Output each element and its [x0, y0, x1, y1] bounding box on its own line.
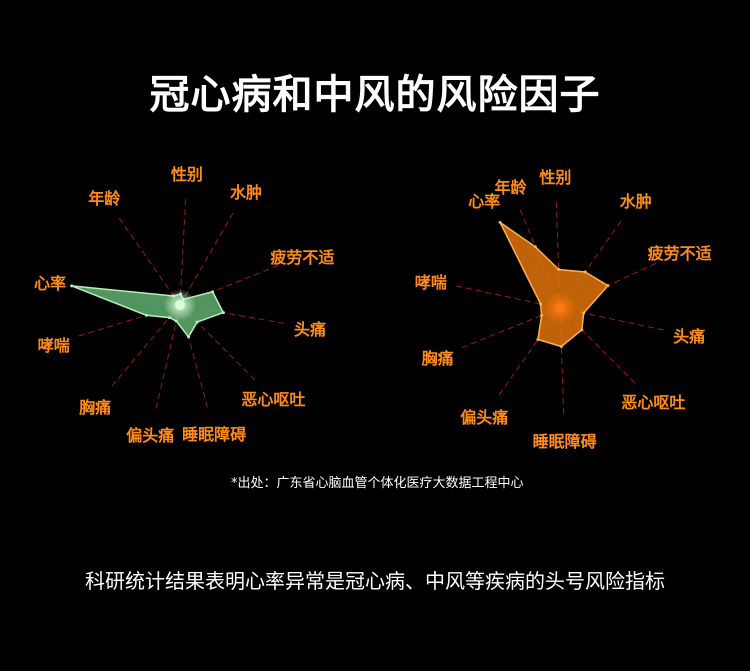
conclusion-text: 科研统计结果表明心率异常是冠心病、中风等疾病的头号风险指标 [85, 569, 665, 593]
axis-spoke-left-7 [108, 304, 181, 390]
axis-spoke-right-3 [559, 307, 668, 332]
axis-label-right-8: 哮喘 [414, 272, 447, 292]
axis-spoke-left-10 [116, 214, 181, 306]
radar-point-right-1 [583, 270, 587, 274]
axis-label-left-10: 年龄 [88, 188, 121, 208]
radar-point-right-10 [533, 245, 537, 249]
axis-label-right-9: 心率 [468, 191, 501, 211]
axis-label-right-0: 性别 [539, 168, 572, 188]
radar-area-right [499, 221, 610, 348]
center-dot-right [555, 303, 565, 313]
axis-spoke-right-6 [496, 307, 561, 399]
axis-label-left-0: 性别 [170, 165, 203, 185]
axis-spoke-left-1 [179, 209, 236, 306]
axis-spoke-left-0 [179, 195, 187, 306]
axis-spoke-right-0 [555, 198, 561, 309]
radar-point-right-6 [536, 338, 540, 342]
axis-label-left-6: 偏头痛 [126, 425, 175, 445]
axis-label-right-6: 偏头痛 [460, 408, 509, 428]
source-note: *出处：广东省心脑血管个体化医疗大数据工程中心 [231, 476, 524, 491]
axis-spoke-right-5 [559, 307, 565, 418]
radar-point-right-9 [498, 220, 502, 224]
axis-spoke-right-2 [559, 261, 660, 309]
radar-point-right-7 [540, 313, 544, 317]
axis-label-left-9: 心率 [33, 274, 67, 294]
axis-label-left-8: 哮喘 [37, 335, 70, 355]
axis-label-left-1: 水肿 [229, 182, 263, 202]
radar-point-right-2 [606, 284, 610, 288]
radar-point-right-0 [557, 268, 561, 272]
radar-point-left-5 [187, 335, 191, 339]
axis-spoke-right-7 [457, 307, 561, 350]
axis-spoke-left-8 [74, 304, 181, 338]
axis-label-left-2: 疲劳不适 [270, 247, 335, 267]
radar-point-right-4 [580, 328, 584, 332]
axis-spoke-left-6 [154, 304, 181, 413]
axis-label-right-1: 水肿 [619, 191, 652, 211]
axis-spoke-right-1 [559, 217, 624, 309]
axis-label-right-5: 睡眠障碍 [532, 431, 597, 451]
axis-spoke-left-3 [179, 304, 289, 325]
axis-spoke-right-8 [452, 284, 561, 309]
axis-spoke-left-4 [179, 304, 259, 384]
radar-area-left [71, 285, 225, 339]
chart-title: 冠心病和中风的风险因子 [149, 72, 601, 118]
radar-point-left-3 [221, 311, 225, 315]
axis-label-right-3: 头痛 [673, 327, 706, 347]
radar-chart-right: 性别水肿疲劳不适头痛恶心呕吐睡眠障碍 偏头痛 胸痛 哮喘 心率年龄 [375, 160, 750, 460]
axis-spoke-right-4 [559, 307, 639, 387]
axis-label-right-10: 年龄 [494, 177, 527, 197]
radar-svg-left [70, 195, 289, 413]
axis-label-right-2: 疲劳不适 [647, 244, 712, 264]
axis-spoke-left-5 [179, 304, 209, 412]
axis-label-left-4: 恶心呕吐 [241, 390, 306, 410]
radar-point-right-3 [582, 311, 586, 315]
radar-point-left-8 [144, 313, 148, 317]
radar-point-left-4 [195, 320, 199, 324]
center-dot-left [175, 300, 185, 310]
axis-label-right-4: 恶心呕吐 [621, 393, 686, 413]
axis-spoke-left-2 [179, 263, 283, 306]
axis-label-left-7: 胸痛 [79, 398, 112, 418]
radar-point-left-2 [211, 290, 215, 294]
radar-point-right-8 [539, 302, 543, 306]
axis-label-right-7: 胸痛 [421, 349, 454, 369]
radar-chart-left: 性别水肿疲劳不适头痛恶心呕吐睡眠障碍偏头痛胸痛 哮喘 心率 年龄 [0, 160, 375, 460]
radar-svg-right [452, 198, 668, 418]
radar-point-left-9 [70, 284, 74, 288]
axis-label-left-5: 睡眠障碍 [182, 424, 247, 444]
axis-label-left-3: 头痛 [293, 319, 326, 339]
radar-point-right-5 [559, 344, 563, 348]
